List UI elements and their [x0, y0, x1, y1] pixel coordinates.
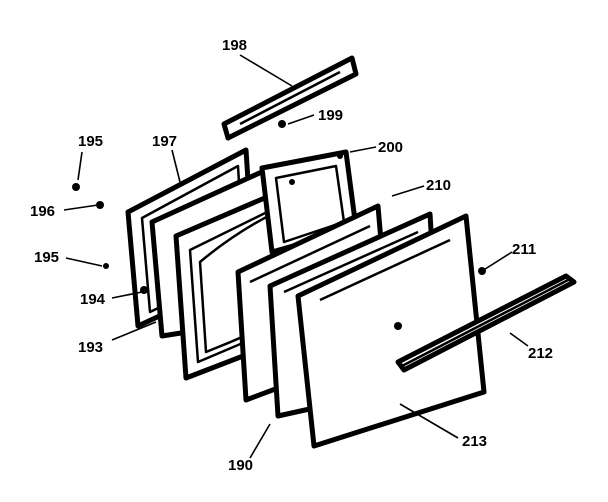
callout-199: 199	[318, 107, 343, 124]
callout-213: 213	[462, 433, 487, 450]
hardware-dots	[72, 120, 486, 294]
callout-193: 193	[78, 339, 103, 356]
leader-lines	[63, 54, 529, 459]
part-212-handle	[395, 273, 577, 373]
callout-200: 200	[378, 139, 403, 156]
part-198-trim	[221, 55, 359, 141]
callout-195-upper: 195	[78, 133, 103, 150]
callout-194: 194	[80, 291, 106, 308]
callout-195-lower: 195	[34, 249, 59, 266]
callout-labels: 198 199 200 210 211 212 213 190 193 194 …	[30, 37, 553, 474]
callout-212: 212	[528, 345, 553, 362]
callout-196: 196	[30, 203, 55, 220]
callout-211: 211	[512, 241, 536, 258]
callout-190: 190	[228, 457, 253, 474]
callout-210: 210	[426, 177, 451, 194]
callout-197: 197	[152, 133, 177, 150]
callout-198: 198	[222, 37, 247, 54]
part-213-outer-panel	[295, 213, 487, 449]
